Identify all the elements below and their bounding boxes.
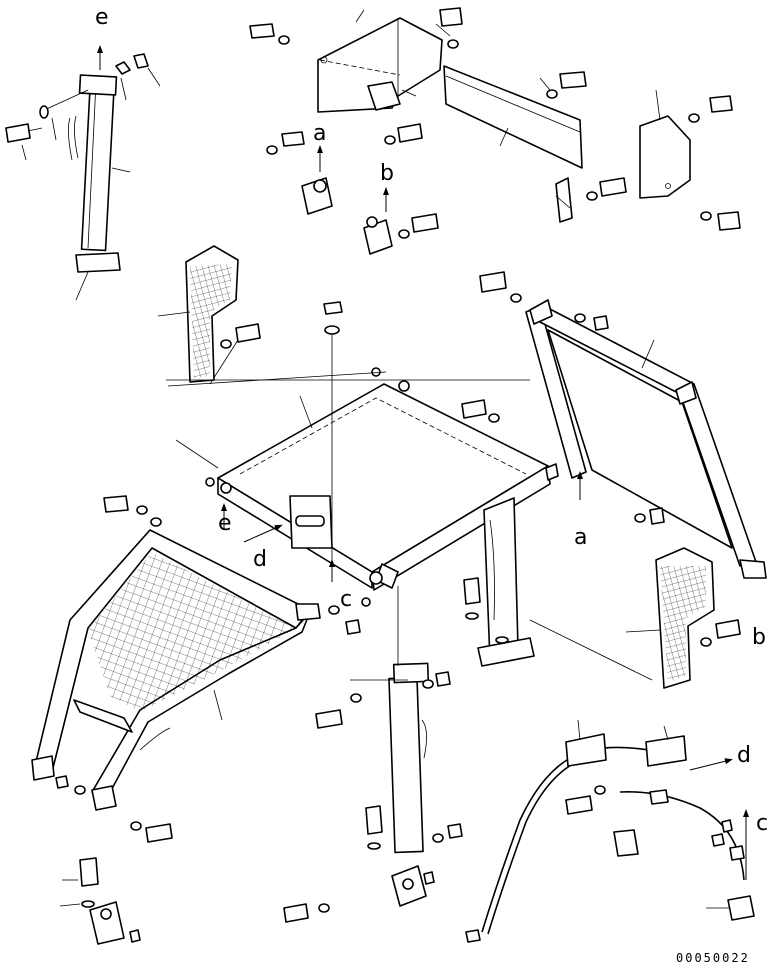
front-stay-pillar bbox=[477, 497, 535, 667]
ref-label-b-right: b bbox=[752, 625, 766, 650]
roof-hardware bbox=[103, 301, 500, 620]
center-post bbox=[283, 586, 463, 923]
bracket-b bbox=[363, 123, 439, 255]
bracket-a bbox=[266, 131, 333, 215]
ref-label-c-mid: c bbox=[340, 587, 352, 612]
rear-post-left bbox=[39, 45, 121, 273]
bolt-washer-set-left-top bbox=[5, 53, 161, 301]
roof-frame bbox=[217, 380, 559, 591]
drawing-number: 00050022 bbox=[676, 951, 750, 965]
upper-long-plate bbox=[443, 65, 587, 169]
ref-label-c-right: c bbox=[756, 811, 768, 836]
ref-label-d-mid: d bbox=[253, 547, 267, 572]
ref-label-e-top: e bbox=[95, 5, 109, 30]
wiring-harness bbox=[465, 719, 755, 943]
left-mesh-guard bbox=[31, 529, 361, 811]
left-base-bracket bbox=[55, 775, 173, 945]
ref-label-d-right: d bbox=[737, 743, 751, 768]
ref-label-b-top: b bbox=[380, 161, 394, 186]
upper-side-plate bbox=[249, 7, 463, 113]
ref-label-a-right: a bbox=[574, 525, 587, 550]
left-step-panel bbox=[157, 245, 261, 383]
ref-label-e-mid: e bbox=[218, 511, 232, 536]
ref-label-a-top: a bbox=[313, 121, 326, 146]
right-mesh-guard bbox=[479, 271, 767, 579]
upper-right-plate bbox=[555, 89, 741, 231]
right-step-panel bbox=[166, 379, 741, 689]
